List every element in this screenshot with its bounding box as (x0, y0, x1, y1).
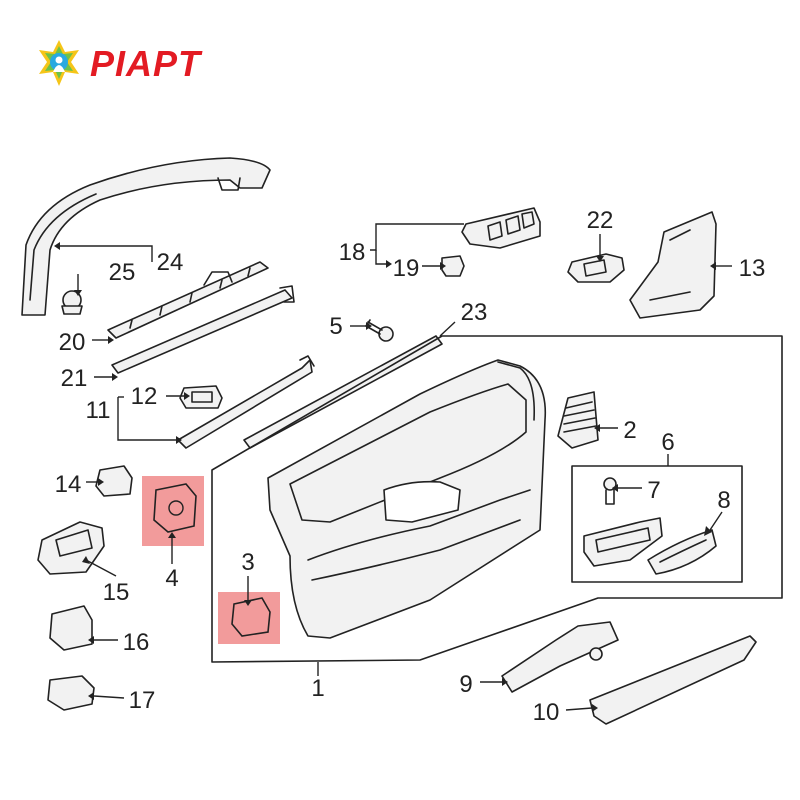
part-7-screw (603, 477, 617, 505)
part-11-strip (177, 355, 315, 449)
part-19-bracket (441, 255, 465, 277)
highlight-part-3 (218, 592, 280, 644)
callout-1: 1 (311, 675, 324, 702)
callout-4: 4 (165, 565, 178, 592)
part-14-switch (95, 465, 133, 497)
callout-20: 20 (59, 329, 86, 356)
part-24-garnish (21, 157, 271, 316)
callout-7: 7 (647, 477, 660, 504)
part-2-grille (557, 391, 599, 449)
part-5-screw (365, 319, 394, 342)
callout-13: 13 (739, 255, 766, 282)
brand-logo: PIAPT (36, 38, 201, 90)
callout-15: 15 (103, 579, 130, 606)
part-10-garnish (589, 635, 757, 725)
part-25-clip (61, 290, 83, 315)
callout-16: 16 (123, 629, 150, 656)
callout-10: 10 (533, 699, 560, 726)
part-15-switch (37, 521, 105, 575)
callout-25: 25 (109, 259, 136, 286)
brand-name: PIAPT (90, 43, 202, 84)
arrowheads (54, 242, 716, 712)
part-6-switch-panel (583, 517, 663, 567)
leader-lines (60, 223, 732, 711)
callout-12: 12 (131, 383, 158, 410)
brand-mark-icon (39, 40, 79, 86)
part-12-clip (179, 385, 223, 409)
part-8-bezel (647, 529, 717, 575)
part-20-strip (107, 261, 269, 339)
callout-18: 18 (339, 239, 366, 266)
part-1-frame (211, 335, 783, 663)
callout-6: 6 (661, 429, 674, 456)
part-9-strip (501, 621, 619, 693)
callout-labels: 1 2 3 4 5 6 7 8 9 10 11 12 13 14 15 16 1… (55, 207, 766, 726)
part-21-weatherstrip (111, 285, 295, 374)
callout-5: 5 (329, 313, 342, 340)
callout-21: 21 (61, 365, 88, 392)
part-17-switch (47, 675, 95, 711)
callout-3: 3 (241, 549, 254, 576)
part-22-bracket (567, 253, 625, 283)
callout-19: 19 (393, 255, 420, 282)
callout-11: 11 (86, 397, 111, 424)
callout-17: 17 (129, 687, 156, 714)
callout-9: 9 (459, 671, 472, 698)
callout-22: 22 (587, 207, 614, 234)
part-13-cover (629, 211, 717, 319)
part-6-frame (571, 465, 743, 583)
callout-23: 23 (461, 299, 488, 326)
callout-2: 2 (623, 417, 636, 444)
part-1-door-panel (267, 359, 547, 639)
callout-14: 14 (55, 471, 82, 498)
part-18-switch (461, 207, 541, 249)
part-16-switch (49, 605, 93, 651)
callout-8: 8 (717, 487, 730, 514)
callout-24: 24 (157, 249, 184, 276)
